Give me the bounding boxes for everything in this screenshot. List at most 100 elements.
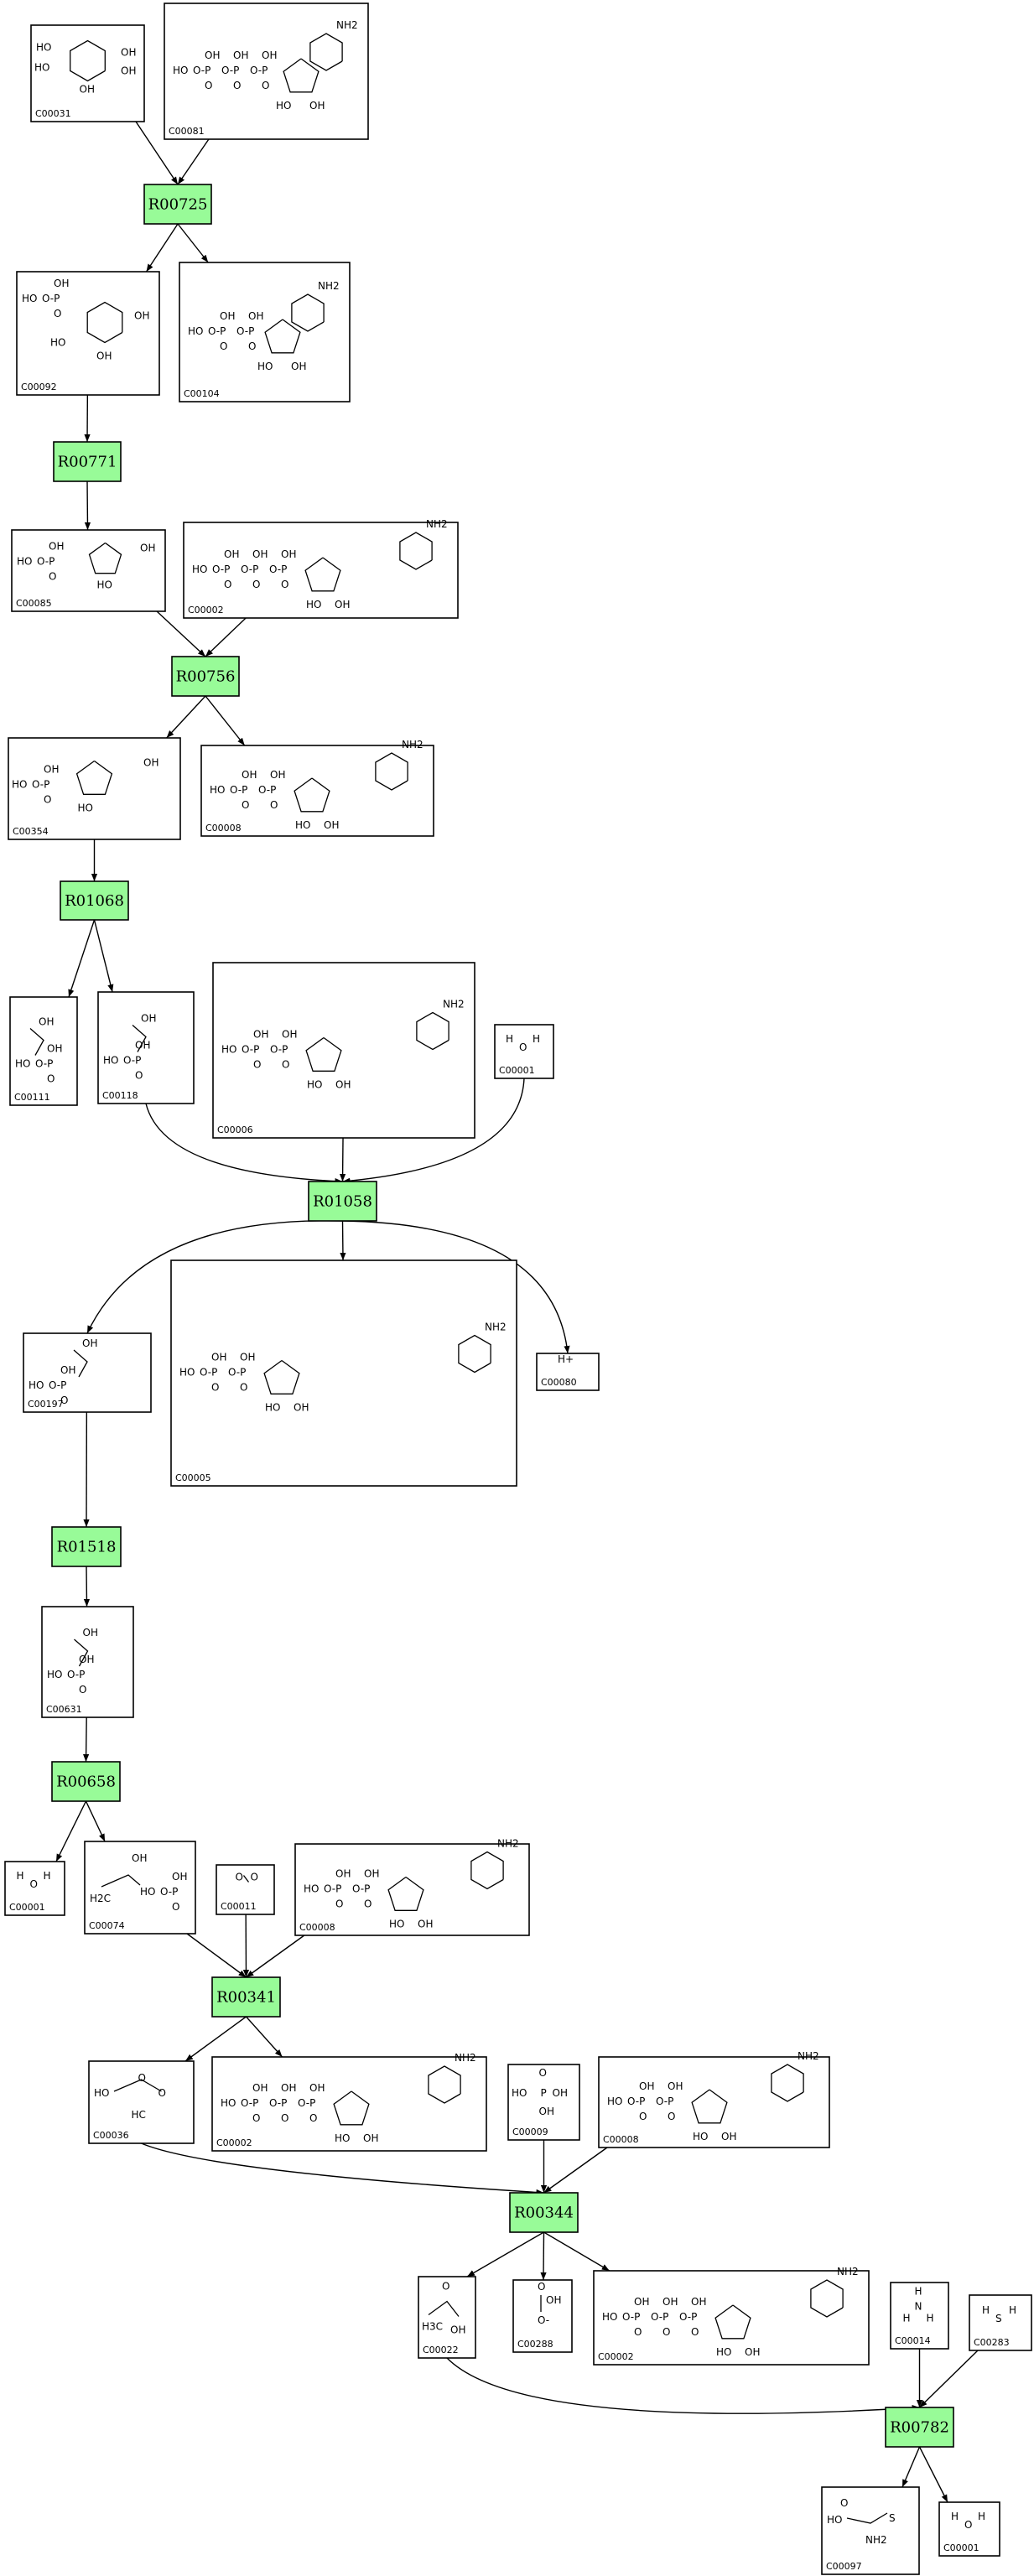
atom-label: HO — [306, 599, 321, 610]
compound-box[interactable] — [8, 737, 181, 840]
compound-label: C00074 — [89, 1920, 125, 1931]
compound-box[interactable] — [507, 2064, 580, 2141]
compound-box[interactable] — [598, 2056, 830, 2148]
atom-label: O — [662, 2326, 670, 2338]
compound-box[interactable] — [216, 1864, 275, 1915]
reaction-node[interactable]: R00658 — [51, 1761, 121, 1802]
compound-box[interactable] — [821, 2486, 920, 2575]
compound-label: C00002 — [598, 2351, 634, 2362]
compound-box[interactable] — [4, 1861, 65, 1916]
reaction-node[interactable]: R01518 — [51, 1526, 122, 1567]
compound-box[interactable] — [969, 2294, 1032, 2351]
compound-box[interactable] — [170, 1259, 517, 1487]
reaction-box[interactable] — [51, 1761, 121, 1802]
reaction-box[interactable] — [51, 1526, 122, 1567]
compound-box[interactable] — [418, 2276, 476, 2359]
atom-label: NH2 — [865, 2534, 887, 2546]
compound-box[interactable] — [938, 2501, 1000, 2557]
compound-box[interactable] — [97, 991, 195, 1104]
compound-box[interactable] — [536, 1353, 600, 1391]
edge-arrow — [918, 2446, 948, 2503]
atom-label: OH — [140, 543, 155, 554]
atom-label: OH — [253, 1029, 268, 1041]
atom-label: HO — [94, 2087, 109, 2099]
compound-box[interactable] — [494, 1024, 554, 1079]
compound-box[interactable] — [890, 2282, 949, 2350]
reaction-box[interactable] — [308, 1181, 377, 1222]
compound-node[interactable]: H+C00080 — [536, 1353, 600, 1391]
reaction-box[interactable] — [885, 2407, 954, 2448]
atom-label: OH — [220, 310, 235, 322]
atom-label: OH — [134, 310, 149, 322]
compound-box[interactable] — [183, 522, 459, 619]
compound-box[interactable] — [23, 1332, 152, 1413]
reaction-node[interactable]: R00341 — [211, 1976, 281, 2018]
compound-box[interactable] — [512, 2279, 573, 2353]
compound-box[interactable] — [593, 2270, 870, 2366]
compound-box[interactable] — [9, 996, 78, 1106]
atom-label: OH — [224, 548, 239, 560]
reaction-box[interactable] — [53, 441, 122, 482]
atom-label: O — [668, 2111, 675, 2122]
reaction-box[interactable] — [509, 2192, 579, 2233]
compound-box[interactable] — [212, 962, 475, 1139]
compound-box[interactable] — [88, 2060, 195, 2144]
reaction-node[interactable]: R00756 — [171, 656, 240, 697]
reaction-node[interactable]: R00782 — [885, 2407, 954, 2448]
reaction-node[interactable]: R00725 — [143, 184, 212, 225]
compound-box[interactable] — [41, 1606, 134, 1718]
compound-box[interactable] — [11, 529, 166, 612]
reaction-node[interactable]: R00344 — [509, 2192, 579, 2233]
atom-label: OH — [668, 2080, 683, 2092]
reaction-node[interactable]: R01058 — [308, 1181, 377, 1222]
structure-drawing: HOH — [506, 1033, 540, 1053]
reaction-label: R00344 — [514, 2205, 574, 2222]
compound-box[interactable] — [294, 1843, 530, 1936]
reaction-box[interactable] — [211, 1976, 281, 2018]
compound-box[interactable] — [211, 2056, 487, 2152]
atom-label: HO — [221, 2097, 236, 2109]
reaction-box[interactable] — [143, 184, 212, 225]
compound-box[interactable] — [84, 1841, 196, 1935]
reaction-node[interactable]: R00771 — [53, 441, 122, 482]
compound-box[interactable] — [164, 3, 369, 140]
atom-label: O-P — [67, 1669, 85, 1680]
reaction-box[interactable] — [171, 656, 240, 697]
atom-label: N — [915, 2301, 922, 2313]
atom-label: NH2 — [336, 19, 358, 31]
reaction-box[interactable] — [60, 880, 129, 921]
compound-box[interactable] — [200, 745, 434, 837]
reaction-node[interactable]: R01068 — [60, 880, 129, 921]
